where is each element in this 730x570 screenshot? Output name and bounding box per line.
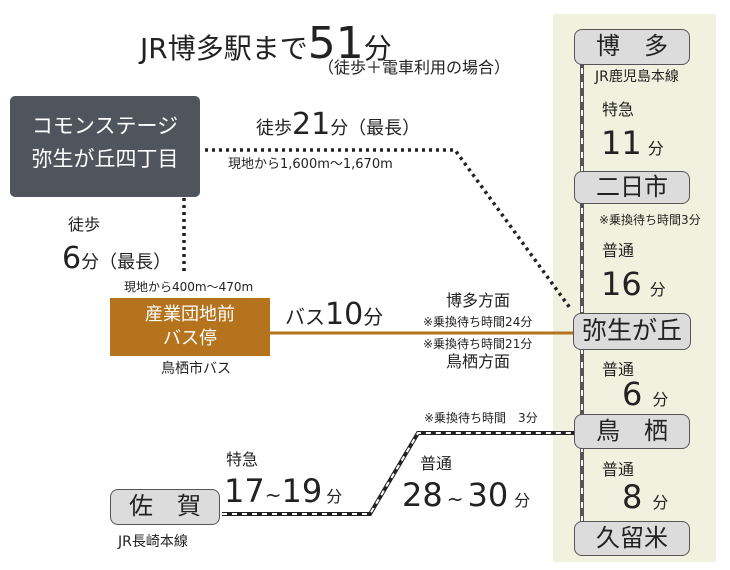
origin-name-line1: コモンステージ <box>31 114 179 138</box>
seg2-number: 16 <box>601 265 642 303</box>
station-yayoigaoka: 弥生が丘 <box>573 313 691 350</box>
headline: JR博多駅まで51分 <box>140 22 392 66</box>
bus-direction-tosu: 鳥栖方面 <box>446 352 511 371</box>
saga-express-to: 19 <box>281 472 323 510</box>
saga-local-to: 30 <box>467 476 509 514</box>
saga-express-type: 特急 <box>226 450 259 469</box>
saga-local-time: 28~30 分 <box>402 479 530 511</box>
saga-local-tilde: ~ <box>446 487 464 511</box>
origin-box: コモンステージ 弥生が丘四丁目 <box>10 96 200 197</box>
seg4-type: 普通 <box>602 460 635 479</box>
station-tosu: 鳥 栖 <box>574 414 690 449</box>
station-saga: 佐 賀 <box>110 489 220 525</box>
bus-wait-hakata: ※乗換待ち時間24分 <box>423 315 533 329</box>
bus-direction-hakata: 博多方面 <box>446 291 511 310</box>
bus-stop-name-line2: バス停 <box>163 328 217 350</box>
seg3-type: 普通 <box>602 360 635 379</box>
wait-futsukaichi: ※乗換待ち時間3分 <box>599 213 701 227</box>
nagasaki-line-ticks <box>222 432 576 515</box>
walk-long-distance: 現地から1,600m～1,670m <box>228 157 393 172</box>
walk-short-time: 6分（最長） <box>62 244 171 274</box>
seg2-time: 16 分 <box>601 268 666 300</box>
bus-unit: 分 <box>363 305 384 329</box>
station-hakata: 博 多 <box>574 29 690 65</box>
saga-express-unit: 分 <box>326 487 343 506</box>
seg1-unit: 分 <box>647 139 664 158</box>
saga-local-type: 普通 <box>420 454 453 473</box>
saga-express-tilde: ~ <box>264 483 282 507</box>
bus-wait-tosu: ※乗換待ち時間21分 <box>423 337 533 351</box>
walk-short-number: 6 <box>62 241 82 276</box>
station-kurume: 久留米 <box>574 521 690 556</box>
headline-unit: 分 <box>363 32 392 65</box>
walk-short-distance: 現地から400m～470m <box>124 280 254 294</box>
walk-short-unit: 分（最長） <box>81 252 172 273</box>
bus-label: バス <box>285 305 325 329</box>
seg3-number: 6 <box>622 375 643 413</box>
seg2-type: 普通 <box>602 241 635 260</box>
headline-prefix: JR博多駅まで <box>140 32 308 65</box>
seg4-number: 8 <box>622 478 643 516</box>
seg1-time: 11 分 <box>601 127 664 159</box>
walk-long-unit: 分（最長） <box>330 118 421 139</box>
seg1-type: 特急 <box>602 100 635 119</box>
saga-local-unit: 分 <box>514 491 531 510</box>
origin-name-line2: 弥生が丘四丁目 <box>31 146 179 171</box>
walk-long-time: 徒歩21分（最長） <box>256 110 420 140</box>
walk-long-path <box>205 148 572 310</box>
seg4-unit: 分 <box>652 493 669 512</box>
line-label-kagoshima: JR鹿児島本線 <box>595 69 679 85</box>
seg1-number: 11 <box>601 124 642 162</box>
bus-stop-box: 産業団地前 バス停 <box>110 298 270 356</box>
line-label-nagasaki: JR長崎本線 <box>118 534 188 550</box>
saga-wait: ※乗換待ち時間 3分 <box>424 411 538 425</box>
bus-time: バス10分 <box>285 300 383 330</box>
seg2-unit: 分 <box>649 280 666 299</box>
walk-long-label: 徒歩 <box>256 118 292 139</box>
headline-number: 51 <box>307 18 364 69</box>
walk-short-label: 徒歩 <box>68 215 101 234</box>
walk-long-number: 21 <box>292 107 331 142</box>
bus-operator: 鳥栖市バス <box>161 361 231 377</box>
headline-subtitle: （徒歩＋電車利用の場合） <box>318 58 511 77</box>
saga-express-from: 17 <box>224 472 265 510</box>
bus-stop-name-line1: 産業団地前 <box>145 304 235 325</box>
bus-number: 10 <box>325 297 364 332</box>
saga-local-from: 28 <box>402 476 443 514</box>
seg3-unit: 分 <box>652 390 669 409</box>
station-futsukaichi: 二日市 <box>574 171 690 204</box>
